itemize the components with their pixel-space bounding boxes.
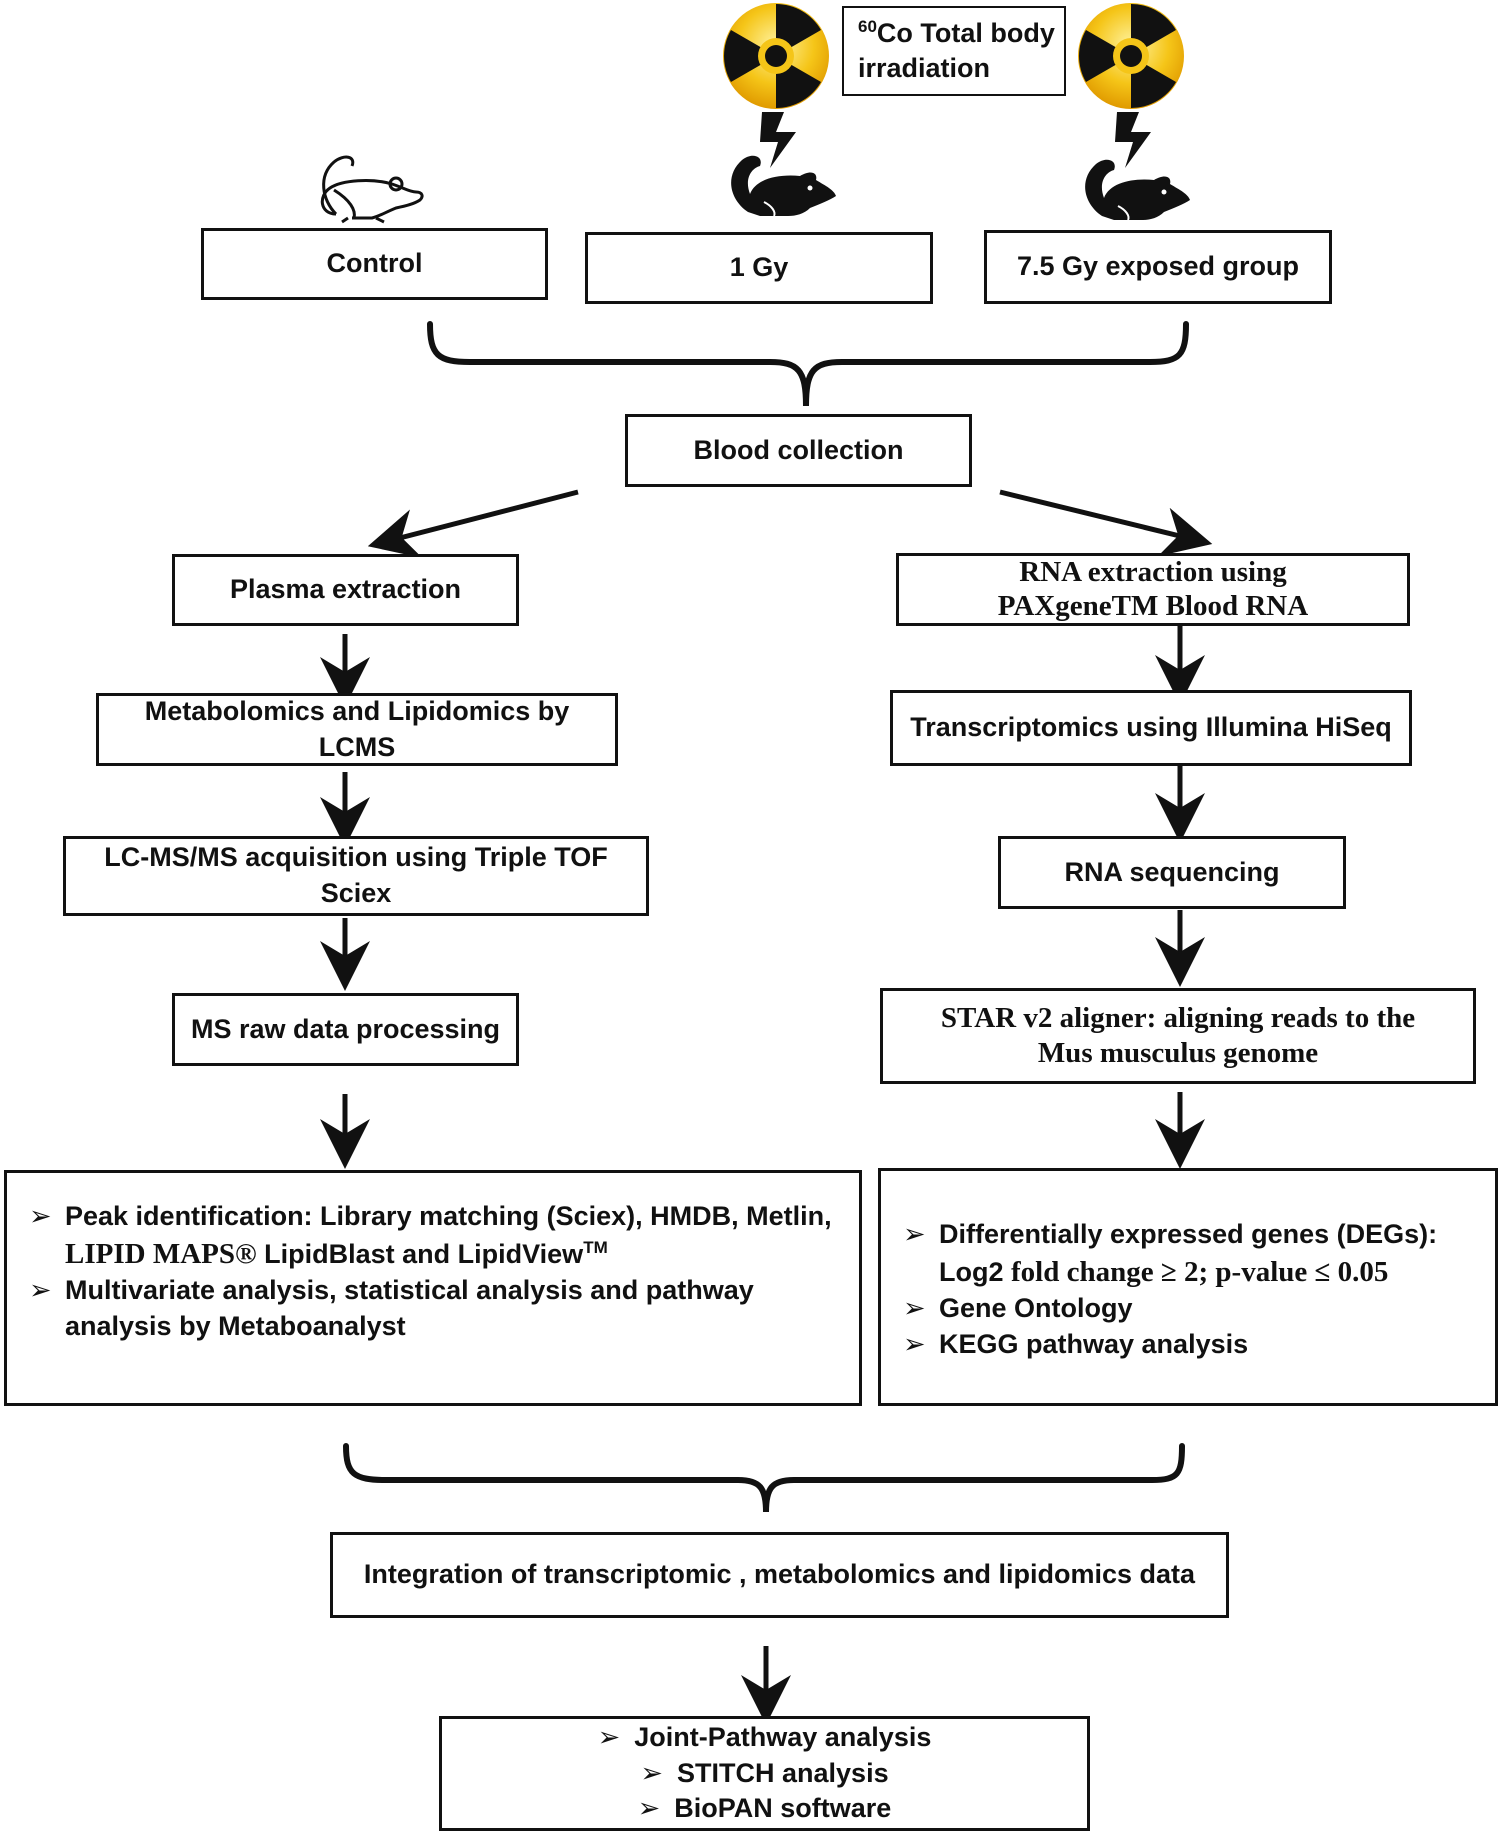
merge-brace-bottom <box>343 1443 1185 1513</box>
metabolomics-analysis-box: ➢ Peak identification: Library matching (… <box>4 1170 862 1406</box>
arrow-to-plasma <box>367 489 579 558</box>
lcms-acquisition-box: LC-MS/MS acquisition using Triple TOF Sc… <box>63 836 649 916</box>
plasma-extraction-box: Plasma extraction <box>172 554 519 626</box>
rna-extraction-label: RNA extraction using PAXgeneTM Blood RNA <box>997 556 1309 622</box>
merge-brace-top <box>427 321 1189 407</box>
bullet-arrow-icon: ➢ <box>903 1328 926 1359</box>
mouse-black-icon-1gy <box>731 155 836 217</box>
bullet-arrow-icon: ➢ <box>640 1757 664 1788</box>
rna-sequencing-box: RNA sequencing <box>998 836 1346 909</box>
metabolomics-label: Metabolomics and Lipidomics by LCMS <box>144 695 570 762</box>
group-1gy-label: 1 Gy <box>729 252 789 283</box>
arrow-to-rna <box>999 489 1213 557</box>
lightning-icon-left <box>760 112 796 168</box>
radiation-icon-right <box>1078 3 1184 109</box>
mouse-black-icon-7-5gy <box>1085 159 1190 221</box>
joint-pathway-text: Joint-Pathway analysis <box>634 1722 932 1753</box>
group-7-5gy-box: 7.5 Gy exposed group <box>984 230 1332 304</box>
plasma-extraction-label: Plasma extraction <box>229 574 462 605</box>
integration-box: Integration of transcriptomic , metabolo… <box>330 1532 1229 1618</box>
bullet-arrow-icon: ➢ <box>29 1274 52 1305</box>
bullet-arrow-icon: ➢ <box>637 1793 661 1824</box>
final-analysis-box: ➢ Joint-Pathway analysis ➢ STITCH analysis… <box>439 1716 1090 1831</box>
radiation-icon-left <box>723 3 829 109</box>
irradiation-text: Co Total body irradiation <box>858 17 1055 83</box>
lcms-acquisition-label: LC-MS/MS acquisition using Triple TOF Sc… <box>104 842 608 908</box>
group-control-box: Control <box>201 228 548 300</box>
stitch-text: STITCH analysis <box>677 1757 889 1788</box>
kegg-text: KEGG pathway analysis <box>939 1328 1249 1359</box>
rna-sequencing-label: RNA sequencing <box>1064 856 1280 887</box>
blood-collection-label: Blood collection <box>693 434 904 465</box>
integration-label: Integration of transcriptomic , metabolo… <box>363 1559 1196 1590</box>
blood-collection-box: Blood collection <box>625 414 972 487</box>
ms-processing-label: MS raw data processing <box>190 1013 501 1044</box>
rna-extraction-box: RNA extraction using PAXgeneTM Blood RNA <box>896 553 1410 626</box>
group-1gy-box: 1 Gy <box>585 232 933 304</box>
final-item: ➢ Joint-Pathway analysis <box>598 1720 932 1756</box>
list-item: ➢ KEGG pathway analysis <box>901 1327 1483 1363</box>
multivariate-text: Multivariate analysis, statistical analy… <box>65 1274 754 1341</box>
bullet-arrow-icon: ➢ <box>597 1722 621 1753</box>
list-item: ➢ Gene Ontology <box>901 1291 1483 1327</box>
metabolomics-analysis-list: ➢ Peak identification: Library matching (… <box>27 1199 839 1344</box>
list-item: ➢ Peak identification: Library matching (… <box>27 1199 839 1273</box>
isotope-superscript: 60 <box>858 16 877 36</box>
peak-id-text-c: LipidBlast and LipidView <box>256 1238 584 1269</box>
transcriptomics-analysis-box: ➢ Differentially expressed genes (DEGs): … <box>878 1168 1498 1406</box>
deg-text-a: Differentially expressed genes (DEGs): L… <box>939 1219 1438 1287</box>
star-aligner-box: STAR v2 aligner: aligning reads to the M… <box>880 988 1476 1084</box>
final-item: ➢ STITCH analysis <box>640 1756 888 1792</box>
transcriptomics-label: Transcriptomics using Illumina HiSeq <box>910 712 1392 743</box>
tm-superscript: TM <box>583 1237 608 1257</box>
final-item: ➢ BioPAN software <box>638 1791 892 1827</box>
list-item: ➢ Multivariate analysis, statistical anal… <box>27 1273 839 1344</box>
mouse-outline-icon <box>320 155 424 224</box>
list-item: ➢ Differentially expressed genes (DEGs): … <box>901 1217 1483 1291</box>
group-7-5gy-label: 7.5 Gy exposed group <box>1016 251 1300 282</box>
ms-processing-box: MS raw data processing <box>172 993 519 1066</box>
transcriptomics-analysis-list: ➢ Differentially expressed genes (DEGs): … <box>901 1217 1483 1362</box>
deg-text-b: fold change ≥ 2; p-value ≤ 0.05 <box>1011 1255 1389 1288</box>
metabolomics-box: Metabolomics and Lipidomics by LCMS <box>96 693 618 766</box>
star-aligner-label: STAR v2 aligner: aligning reads to the M… <box>940 1001 1416 1069</box>
lightning-icon-right <box>1115 112 1151 168</box>
lipid-maps-text: LIPID MAPS® <box>65 1237 257 1270</box>
gene-ontology-text: Gene Ontology <box>939 1292 1133 1323</box>
biopan-text: BioPAN software <box>674 1793 892 1824</box>
bullet-arrow-icon: ➢ <box>29 1201 52 1231</box>
group-control-label: Control <box>326 248 423 279</box>
peak-id-text-a: Peak identification: Library matching (S… <box>65 1201 832 1231</box>
bullet-arrow-icon: ➢ <box>903 1292 926 1323</box>
irradiation-label: 60Co Total body irradiation <box>842 6 1066 96</box>
transcriptomics-box: Transcriptomics using Illumina HiSeq <box>890 690 1412 766</box>
bullet-arrow-icon: ➢ <box>903 1219 926 1249</box>
